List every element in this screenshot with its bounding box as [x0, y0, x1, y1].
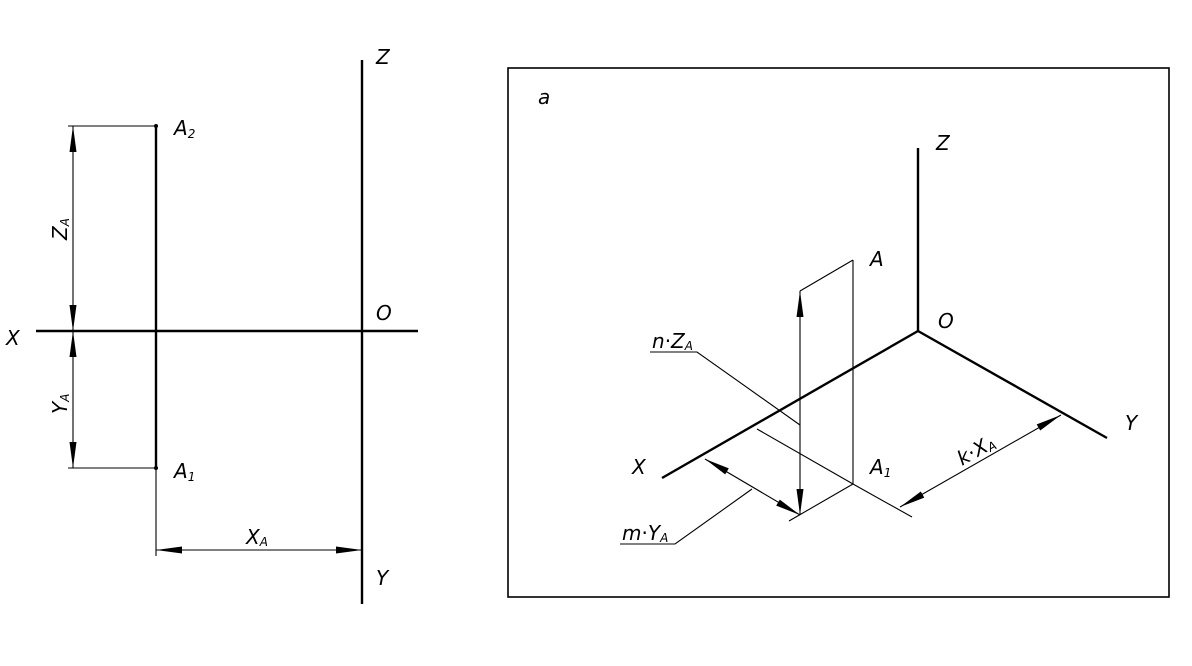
label-dimension-xa-sub: A: [259, 535, 268, 549]
label-point-a1-axo-sub: 1: [884, 466, 892, 480]
arrowhead-kxa-left: [900, 491, 925, 507]
label-point-a1-sub: 1: [188, 470, 196, 484]
label-dimension-za-sub: A: [58, 218, 72, 227]
label-leader-nza: n·ZA: [652, 329, 693, 353]
label-frame-alpha: a: [538, 85, 550, 109]
arrowhead-xa-right: [336, 546, 362, 554]
label-leader-mya-sub: A: [659, 531, 668, 545]
label-leader-mya-dot: ·: [641, 521, 647, 545]
label-point-a1-base: A: [172, 459, 188, 483]
left-diagram: Z X O Y A2 A1 ZA YA XA: [5, 45, 418, 604]
point-a1-dot: [154, 466, 158, 470]
label-leader-nza-base: Z: [670, 329, 686, 353]
arrowhead-kxa-right: [1036, 415, 1061, 431]
right-diagram: a Z O X Y A A1 n·ZA m·YA k·XA: [507, 67, 1170, 598]
label-leader-nza-sub: A: [684, 339, 693, 353]
arrowhead-nza-bottom: [796, 489, 804, 515]
arrowhead-xa-left: [156, 546, 182, 554]
dimension-line-kxa: [899, 414, 1062, 508]
label-dimension-ya: YA: [48, 394, 72, 414]
label-dimension-ya-base: Y: [48, 400, 72, 414]
label-x-axis: X: [5, 326, 21, 350]
label-point-a1: A1: [172, 459, 195, 484]
label-origin: O: [376, 301, 392, 325]
axo-y-axis: [917, 329, 1108, 440]
label-leader-nza-coef: n: [652, 329, 665, 353]
arrowhead-ya-top: [69, 331, 77, 357]
arrowhead-nza-top: [796, 291, 804, 317]
label-point-a2: A2: [172, 116, 195, 141]
arrowhead-mya-right: [776, 499, 800, 515]
label-dimension-xa-base: X: [245, 525, 261, 549]
label-axo-origin: O: [938, 309, 954, 333]
arrowhead-ya-bottom: [69, 442, 77, 468]
label-point-a2-base: A: [172, 116, 188, 140]
extension-a-horizontal: [799, 259, 854, 292]
label-point-a2-sub: 2: [188, 127, 196, 141]
label-leader-mya-coef: m: [622, 521, 641, 545]
label-z-axis: Z: [375, 45, 391, 69]
label-point-a1-axo: A1: [868, 455, 891, 480]
leader-line-mya: [620, 488, 753, 545]
label-dimension-za: ZA: [48, 218, 72, 241]
label-leader-mya-base: Y: [648, 521, 662, 545]
label-dimension-xa: XA: [245, 525, 268, 549]
construction-line-x: [756, 428, 854, 485]
label-axo-z: Z: [935, 131, 951, 155]
label-axo-x: X: [631, 455, 647, 479]
arrowhead-za-bottom: [69, 305, 77, 331]
leader-line-nza: [650, 351, 801, 426]
label-axo-y: Y: [1125, 411, 1139, 435]
label-leader-mya: m·YA: [622, 521, 668, 545]
point-a2-dot: [154, 124, 158, 128]
label-leader-nza-dot: ·: [665, 329, 671, 353]
arrowhead-za-top: [69, 126, 77, 152]
axo-x-axis: [661, 329, 919, 480]
label-point-a1-axo-base: A: [868, 455, 884, 479]
label-dimension-za-base: Z: [48, 225, 72, 241]
frame-border: [507, 67, 1170, 598]
arrowhead-mya-left: [705, 459, 729, 475]
label-dimension-ya-sub: A: [58, 394, 72, 403]
label-point-a: A: [868, 247, 884, 271]
construction-line-y: [852, 483, 913, 518]
label-y-axis: Y: [376, 566, 390, 590]
